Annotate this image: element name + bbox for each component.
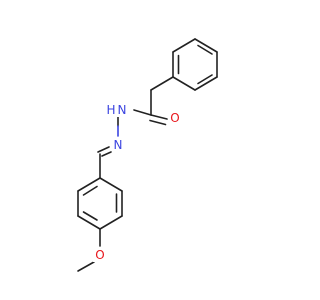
methoxyphenyl-ring bbox=[77, 177, 123, 230]
molecule-structure: O H N N O bbox=[77, 38, 218, 272]
bond bbox=[77, 215, 101, 230]
aromatic-bond bbox=[197, 44, 213, 55]
carbonyl-bond bbox=[150, 114, 168, 120]
bond bbox=[172, 76, 196, 91]
methoxy-oxygen: O bbox=[93, 247, 107, 262]
amide-hydrogen-label: H bbox=[106, 103, 115, 117]
imine-nitrogen-label: N bbox=[114, 138, 123, 152]
amide-nitrogen-label: N bbox=[118, 103, 127, 117]
amide-nitrogen: H N bbox=[106, 102, 130, 117]
bond bbox=[77, 261, 95, 272]
aromatic-bond bbox=[197, 74, 213, 85]
bond bbox=[99, 215, 123, 230]
imine-bond bbox=[101, 151, 112, 157]
bond bbox=[150, 76, 174, 91]
carbonyl-bond bbox=[149, 119, 167, 126]
imine-nitrogen: N bbox=[112, 137, 124, 152]
imine-bond bbox=[97, 146, 110, 153]
bond bbox=[194, 38, 218, 53]
bond bbox=[133, 109, 152, 116]
carbonyl-oxygen-label: O bbox=[170, 111, 179, 125]
methoxy-oxygen-label: O bbox=[95, 248, 104, 262]
aromatic-bond bbox=[82, 185, 98, 196]
bond bbox=[194, 76, 218, 91]
bond bbox=[172, 38, 196, 53]
aromatic-bond bbox=[82, 211, 98, 221]
bond bbox=[99, 177, 123, 192]
bond bbox=[77, 177, 101, 192]
carbonyl-oxygen: O bbox=[169, 110, 181, 125]
phenyl-ring bbox=[172, 38, 218, 91]
